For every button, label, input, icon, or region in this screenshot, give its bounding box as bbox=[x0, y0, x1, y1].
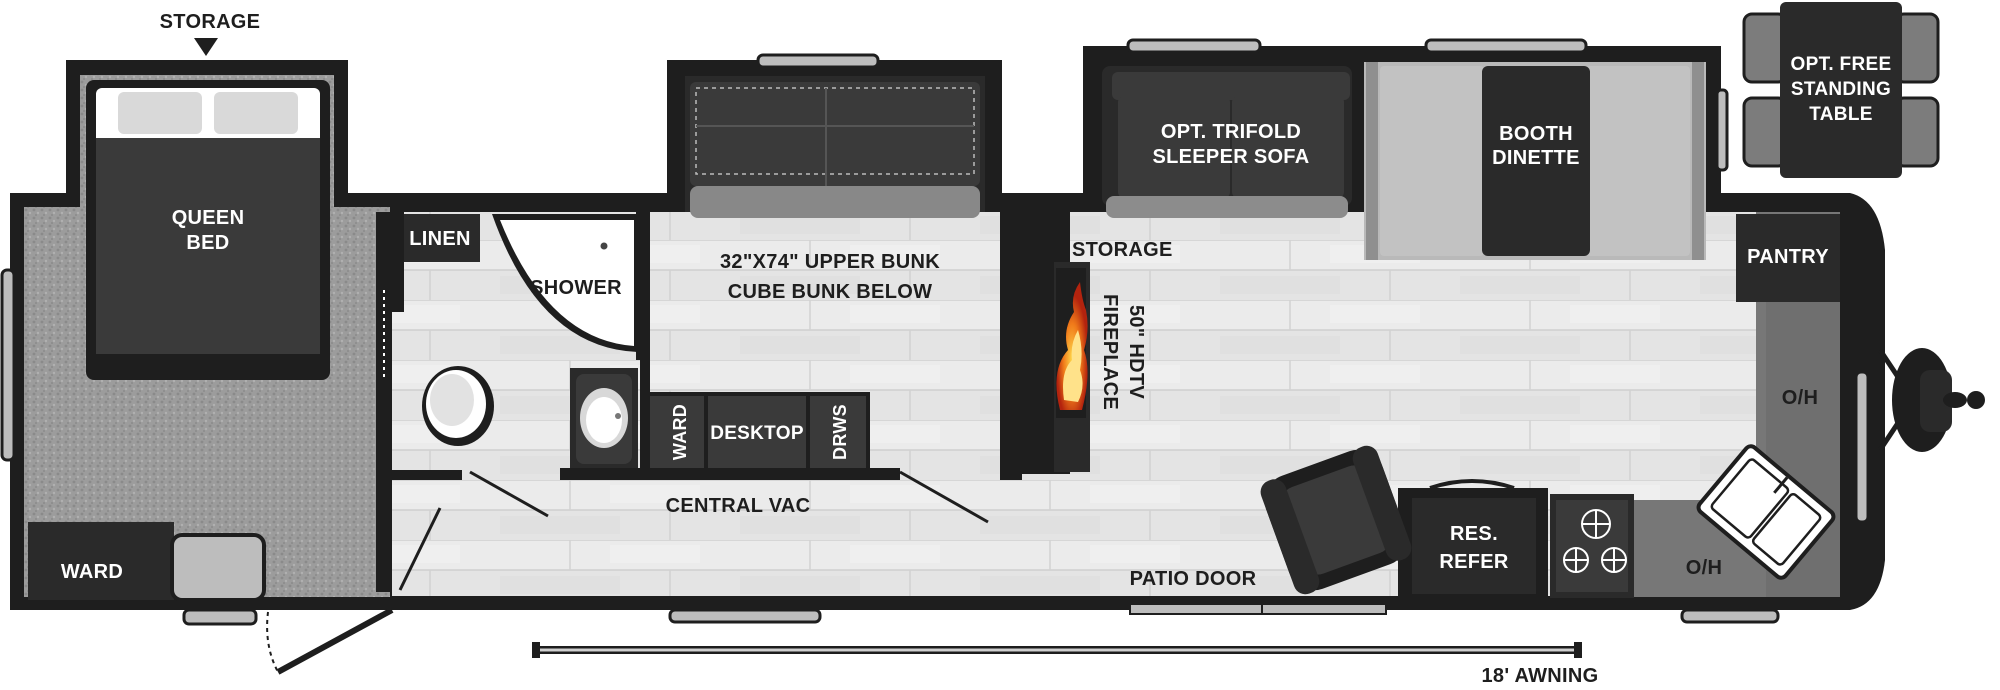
table-chair-br bbox=[1894, 96, 1940, 168]
storage-arrow-icon bbox=[194, 38, 218, 56]
refer-label-2: REFER bbox=[1439, 551, 1509, 573]
kitchen-sink bbox=[1696, 444, 1836, 580]
storage-mid-label: STORAGE bbox=[1072, 239, 1173, 261]
table-label-1: OPT. FREE bbox=[1791, 54, 1892, 75]
storage-top-label: STORAGE bbox=[160, 11, 261, 33]
pantry bbox=[1736, 214, 1840, 302]
table-chair-bl bbox=[1742, 96, 1788, 168]
wardrobe-left bbox=[28, 522, 174, 600]
drws-label: DRWS bbox=[830, 404, 850, 460]
drawers bbox=[810, 396, 866, 468]
booth-label-2: DINETTE bbox=[1492, 147, 1580, 169]
hitch-jack-icon bbox=[1877, 348, 1985, 452]
table-label-2: STANDING bbox=[1791, 79, 1891, 100]
armchair bbox=[1260, 445, 1412, 595]
desktop-label: DESKTOP bbox=[710, 423, 804, 444]
table-chair-tr bbox=[1894, 12, 1940, 84]
nightstand bbox=[170, 533, 266, 602]
patio-door-label: PATIO DOOR bbox=[1130, 568, 1257, 590]
sofa-label-2: SLEEPER SOFA bbox=[1153, 146, 1310, 168]
awning-label: 18' AWNING bbox=[1481, 665, 1598, 687]
table-label-3: TABLE bbox=[1809, 104, 1872, 125]
ward-small-label: WARD bbox=[670, 404, 690, 460]
ward-left-label: WARD bbox=[61, 561, 123, 583]
pantry-label: PANTRY bbox=[1747, 246, 1829, 268]
oh-upper-label: O/H bbox=[1782, 387, 1818, 409]
table-chair-tl bbox=[1742, 12, 1788, 84]
desktop bbox=[708, 396, 806, 468]
oh-lower-label: O/H bbox=[1686, 557, 1722, 579]
bunk-slide-sofa bbox=[690, 82, 980, 186]
patio-door bbox=[1129, 603, 1387, 615]
fireplace-label-2: FIREPLACE bbox=[1099, 294, 1121, 410]
free-standing-table bbox=[1780, 2, 1902, 178]
bunk-label-1: 32"X74" UPPER BUNK bbox=[720, 251, 940, 273]
queen-bed-label-2: BED bbox=[186, 232, 229, 254]
fireplace-label-1: 50" HDTV bbox=[1125, 305, 1147, 399]
bunk-label-2: CUBE BUNK BELOW bbox=[728, 281, 933, 303]
queen-bed-label-1: QUEEN bbox=[172, 207, 245, 229]
booth-label-1: BOOTH bbox=[1499, 123, 1573, 145]
linen-closet bbox=[400, 214, 480, 262]
linen-label: LINEN bbox=[409, 228, 471, 250]
refer-label-1: RES. bbox=[1450, 523, 1498, 545]
shower-label: SHOWER bbox=[530, 277, 622, 299]
central-vac-label: CENTRAL VAC bbox=[666, 495, 811, 517]
ward-small bbox=[650, 396, 704, 468]
sofa-label-1: OPT. TRIFOLD bbox=[1161, 121, 1301, 143]
